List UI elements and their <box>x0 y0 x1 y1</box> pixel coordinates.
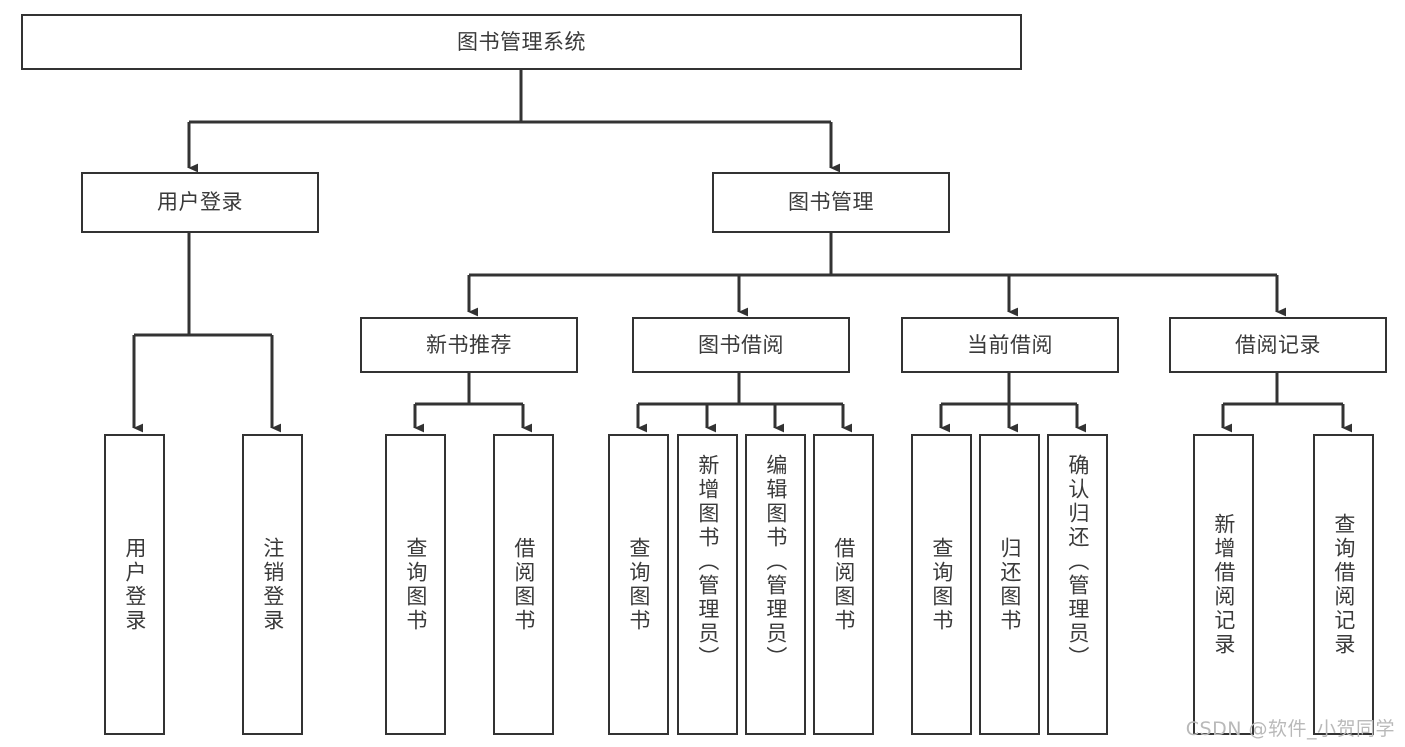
node-borrow-record-label: 借阅记录 <box>1235 332 1321 357</box>
node-book-manage-label: 图书管理 <box>788 190 874 215</box>
node-current-borrow[interactable]: 当前借阅 <box>901 317 1119 373</box>
node-user-login-label: 用户登录 <box>157 190 243 215</box>
node-book-manage[interactable]: 图书管理 <box>712 172 950 233</box>
node-borrow-record[interactable]: 借阅记录 <box>1169 317 1387 373</box>
node-new-book-rec-label: 新书推荐 <box>426 332 512 357</box>
node-leaf-borrow-book-1-label: 借阅图书 <box>511 536 536 633</box>
node-leaf-logout-login[interactable]: 注销登录 <box>242 434 303 735</box>
node-leaf-query-record[interactable]: 查询借阅记录 <box>1313 434 1374 735</box>
node-root[interactable]: 图书管理系统 <box>21 14 1022 70</box>
node-leaf-query-book-1-label: 查询图书 <box>403 536 428 633</box>
node-leaf-query-record-label: 查询借阅记录 <box>1331 512 1356 657</box>
node-leaf-logout-login-label: 注销登录 <box>260 536 285 633</box>
node-leaf-return-book-label: 归还图书 <box>997 536 1022 633</box>
node-leaf-query-book-2-label: 查询图书 <box>626 536 651 633</box>
node-leaf-confirm-return[interactable]: 确认归还（管理员） <box>1047 434 1108 735</box>
node-leaf-query-book-2[interactable]: 查询图书 <box>608 434 669 735</box>
node-leaf-confirm-return-label: 确认归还（管理员） <box>1065 454 1090 670</box>
node-leaf-query-book-1[interactable]: 查询图书 <box>385 434 446 735</box>
node-root-label: 图书管理系统 <box>457 29 586 54</box>
node-leaf-add-record[interactable]: 新增借阅记录 <box>1193 434 1254 735</box>
node-leaf-edit-book[interactable]: 编辑图书（管理员） <box>745 434 806 735</box>
node-leaf-query-book-3[interactable]: 查询图书 <box>911 434 972 735</box>
node-book-borrow-label: 图书借阅 <box>698 332 784 357</box>
node-leaf-add-record-label: 新增借阅记录 <box>1211 512 1236 657</box>
node-leaf-user-login[interactable]: 用户登录 <box>104 434 165 735</box>
node-leaf-borrow-book-2[interactable]: 借阅图书 <box>813 434 874 735</box>
node-leaf-add-book[interactable]: 新增图书（管理员） <box>677 434 738 735</box>
node-book-borrow[interactable]: 图书借阅 <box>632 317 850 373</box>
node-new-book-rec[interactable]: 新书推荐 <box>360 317 578 373</box>
node-user-login[interactable]: 用户登录 <box>81 172 319 233</box>
node-leaf-return-book[interactable]: 归还图书 <box>979 434 1040 735</box>
node-leaf-edit-book-label: 编辑图书（管理员） <box>763 454 788 670</box>
node-leaf-add-book-label: 新增图书（管理员） <box>695 454 720 670</box>
node-leaf-borrow-book-1[interactable]: 借阅图书 <box>493 434 554 735</box>
node-leaf-borrow-book-2-label: 借阅图书 <box>831 536 856 633</box>
node-leaf-query-book-3-label: 查询图书 <box>929 536 954 633</box>
node-current-borrow-label: 当前借阅 <box>967 332 1053 357</box>
node-leaf-user-login-label: 用户登录 <box>122 536 147 633</box>
watermark-text: CSDN @软件_小贺同学 <box>1185 718 1395 740</box>
